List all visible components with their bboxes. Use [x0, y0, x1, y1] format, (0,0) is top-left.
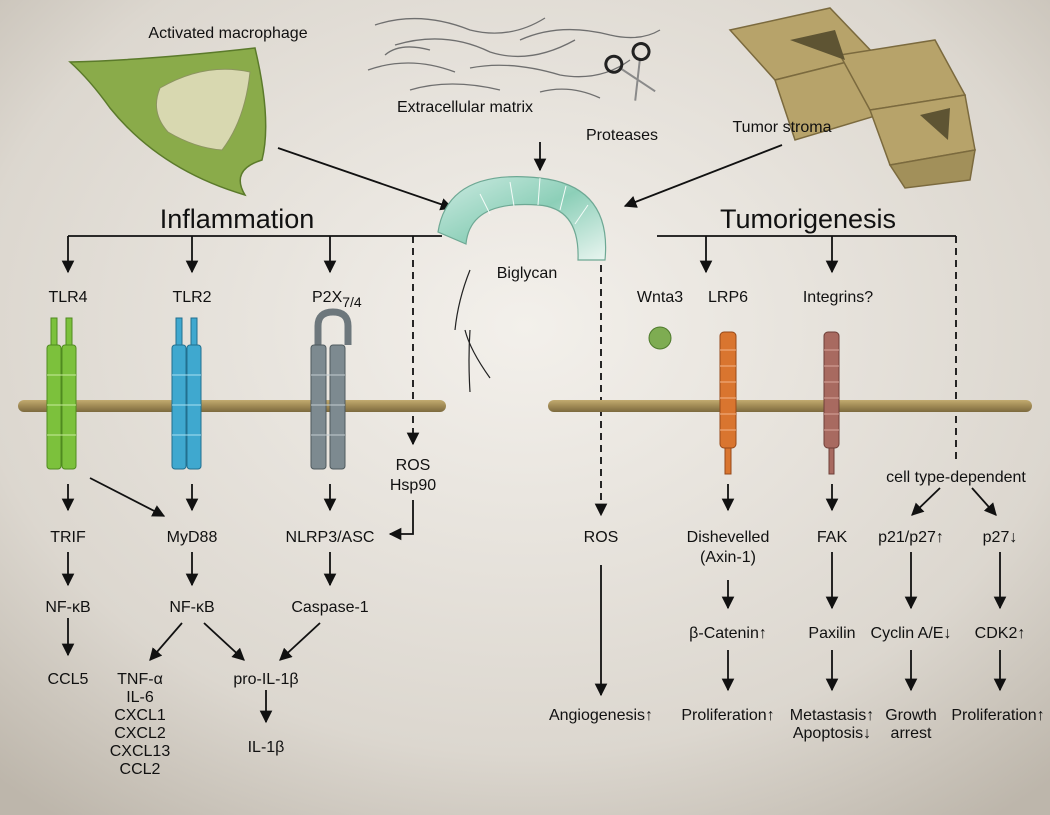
- tlr4-label: TLR4: [48, 289, 87, 306]
- scissors-icon: [604, 42, 656, 101]
- metastasis-label: Metastasis↑: [790, 707, 874, 724]
- proteases-label: Proteases: [586, 127, 658, 144]
- tlr4-receptor: [46, 317, 77, 470]
- paxilin-label: Paxilin: [808, 625, 855, 642]
- proliferation-label-2: Proliferation↑: [951, 707, 1044, 724]
- cytokine-item: CXCL1: [114, 707, 166, 724]
- arrow-macrophage-biglycan: [277, 147, 454, 211]
- biglycan-label: Biglycan: [497, 265, 557, 282]
- wnta3-label: Wnta3: [637, 289, 683, 306]
- integrin-receptor: [823, 331, 840, 475]
- proliferation-label-1: Proliferation↑: [681, 707, 774, 724]
- axin-1-label: (Axin-1): [700, 549, 756, 566]
- il1b-label: IL-1β: [248, 739, 285, 756]
- growth-label: Growth: [885, 707, 937, 724]
- hsp90-label: Hsp90: [390, 477, 436, 494]
- tumorigenesis-branch: [594, 235, 957, 517]
- trif-label: TRIF: [50, 529, 86, 546]
- p2x-receptor: [310, 308, 352, 470]
- tlr2-receptor: [171, 317, 202, 470]
- ecm-label: Extracellular matrix: [397, 99, 533, 116]
- biglycan-illustration: [437, 176, 607, 393]
- tumorigenesis-arrows: [594, 484, 1007, 697]
- myd88-label: MyD88: [167, 529, 218, 546]
- macrophage-illustration: [68, 47, 267, 197]
- pro-il1b-label: pro-IL-1β: [233, 671, 298, 688]
- lrp6-receptor: [719, 331, 737, 475]
- cdk2-label: CDK2↑: [975, 625, 1026, 642]
- integrins-label: Integrins?: [803, 289, 873, 306]
- ros-label-tumor: ROS: [584, 529, 619, 546]
- inflammation-title: Inflammation: [160, 204, 315, 234]
- arrow-stroma-biglycan: [623, 144, 783, 208]
- tumorigenesis-title: Tumorigenesis: [720, 204, 896, 234]
- cytokine-item: TNF-α: [117, 671, 163, 688]
- tumor-stroma-illustration: [728, 7, 976, 189]
- tumor-stroma-label: Tumor stroma: [733, 119, 832, 136]
- nfkb-label-1: NF-κB: [45, 599, 90, 616]
- fak-label: FAK: [817, 529, 848, 546]
- beta-catenin-label: β-Catenin↑: [689, 625, 767, 642]
- cytokine-item: CCL2: [120, 761, 161, 778]
- wnta3-ligand: [648, 326, 672, 350]
- cytokine-item: CXCL2: [114, 725, 166, 742]
- nlrp3-asc-label: NLRP3/ASC: [286, 529, 375, 546]
- extracellular-matrix-fibers: [367, 17, 661, 99]
- cytokine-list: TNF-α IL-6 CXCL1 CXCL2 CXCL13 CCL2: [110, 671, 171, 778]
- cytokine-item: CXCL13: [110, 743, 171, 760]
- inflammation-cell-membrane: [18, 400, 446, 412]
- macrophage-label: Activated macrophage: [148, 25, 307, 42]
- cytokine-item: IL-6: [126, 689, 154, 706]
- ccl5-label: CCL5: [48, 671, 89, 688]
- p2x-label: P2X7/4: [312, 289, 362, 310]
- p27-label: p27↓: [983, 529, 1018, 546]
- lrp6-label: LRP6: [708, 289, 748, 306]
- inflammation-arrows: [61, 477, 414, 724]
- caspase-1-label: Caspase-1: [291, 599, 368, 616]
- cell-type-dependent-label: cell type-dependent: [886, 469, 1026, 486]
- tumor-cell-membrane: [548, 400, 1032, 412]
- tlr2-label: TLR2: [172, 289, 211, 306]
- apoptosis-label: Apoptosis↓: [793, 725, 871, 742]
- nfkb-label-2: NF-κB: [169, 599, 214, 616]
- angiogenesis-label: Angiogenesis↑: [549, 707, 653, 724]
- ros-label-inflammation: ROS: [396, 457, 431, 474]
- cyclin-ae-label: Cyclin A/E↓: [871, 625, 952, 642]
- arrest-label: arrest: [891, 725, 932, 742]
- dishevelled-label: Dishevelled: [687, 529, 770, 546]
- p21-p27-label: p21/p27↑: [878, 529, 944, 546]
